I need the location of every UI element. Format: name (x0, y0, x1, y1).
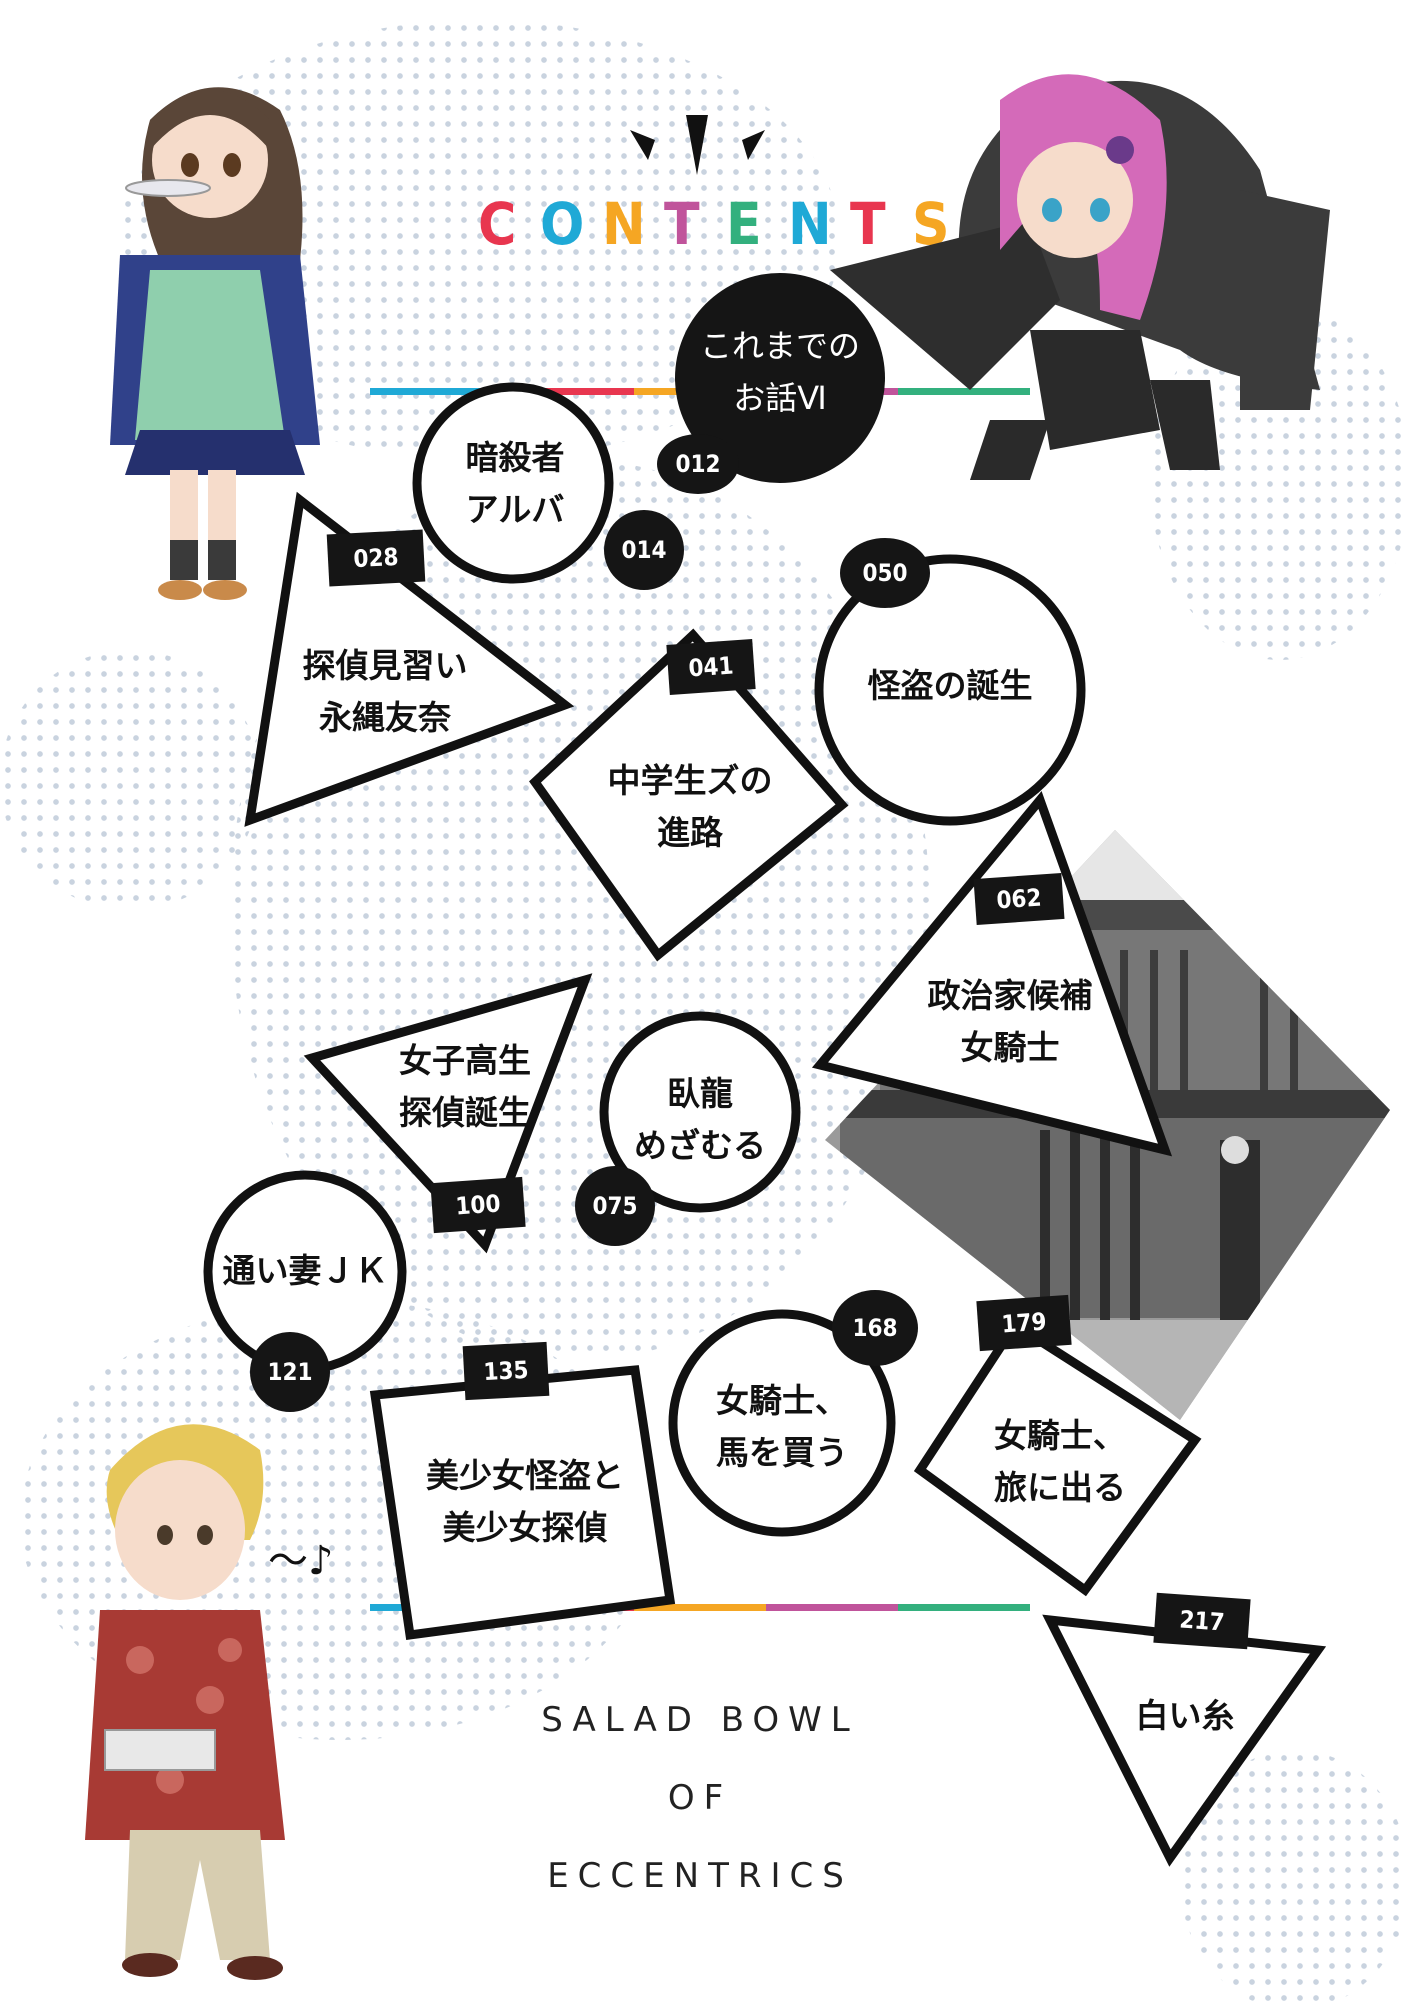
chapter-title-121[interactable]: 通い妻ＪＫ (222, 1251, 388, 1290)
color-line-segment (898, 388, 1030, 395)
page-badge-050[interactable]: 050 (840, 538, 930, 608)
chapter-shape-triangle (811, 791, 1173, 1157)
page-badge-121[interactable]: 121 (250, 1332, 330, 1412)
series-title-line-1: SALAD BOWL (541, 1700, 859, 1740)
page-badge-168[interactable]: 168 (832, 1290, 918, 1366)
chapter-title-028[interactable]: 探偵見習い 永縄友奈 (302, 646, 468, 737)
title-letter: C (478, 190, 517, 258)
chapter-title-100[interactable]: 女子高生 探偵誕生 (399, 1041, 531, 1132)
hooded-girl-illustration (830, 74, 1330, 480)
chapter-title-168[interactable]: 女騎士、 馬を買う (716, 1381, 848, 1472)
series-title-line-3: ECCENTRICS (547, 1856, 853, 1896)
color-line-segment (766, 1604, 898, 1611)
humming-text: ～♪ (268, 1538, 334, 1584)
chapter-title-217[interactable]: 白い糸 (1135, 1696, 1235, 1735)
chapter-title-179[interactable]: 女騎士、 旅に出る (994, 1416, 1126, 1507)
title-letter: O (540, 190, 585, 258)
chapter-shape-circle (599, 1011, 801, 1213)
title-letter: N (602, 190, 646, 258)
chapter-shape-diamond (529, 628, 849, 962)
page-badge-014[interactable]: 014 (604, 510, 684, 590)
girl-with-teacup-illustration (110, 87, 320, 600)
series-title-line-2: OF (667, 1778, 733, 1818)
chapter-shape-triangle (303, 973, 593, 1254)
title-letter: E (726, 190, 762, 258)
dot-pattern-left (0, 650, 260, 910)
chapter-shape-circle (675, 273, 885, 483)
color-line-segment (370, 388, 502, 395)
page-badge-012[interactable]: 012 (657, 434, 739, 494)
chapter-shape-circle (668, 1309, 896, 1537)
chapter-title-050[interactable]: 怪盗の誕生 (867, 666, 1033, 705)
chapter-title-041[interactable]: 中学生ズの 進路 (607, 761, 773, 852)
chapter-title-075[interactable]: 臥龍 めざむる (634, 1074, 766, 1165)
color-line-segment (898, 1604, 1030, 1611)
chapter-title-062[interactable]: 政治家候補 女騎士 (927, 976, 1093, 1067)
color-line-segment (502, 388, 634, 395)
chapter-title-135[interactable]: 美少女怪盗と 美少女探偵 (426, 1456, 624, 1547)
title-letter: N (788, 190, 832, 258)
blond-man-illustration (85, 1424, 285, 1980)
chapter-title-012[interactable]: これまでの お話Ⅵ (699, 327, 860, 417)
chapter-shape-circle (412, 382, 614, 584)
title-letter: T (850, 190, 886, 258)
chapter-title-014[interactable]: 暗殺者 アルバ (465, 438, 565, 529)
chapter-shape-diamond (913, 1318, 1202, 1597)
title-letter: T (664, 190, 700, 258)
page-badge-075[interactable]: 075 (575, 1166, 655, 1246)
color-line-segment (634, 1604, 766, 1611)
chapter-shape-circle (814, 554, 1086, 826)
